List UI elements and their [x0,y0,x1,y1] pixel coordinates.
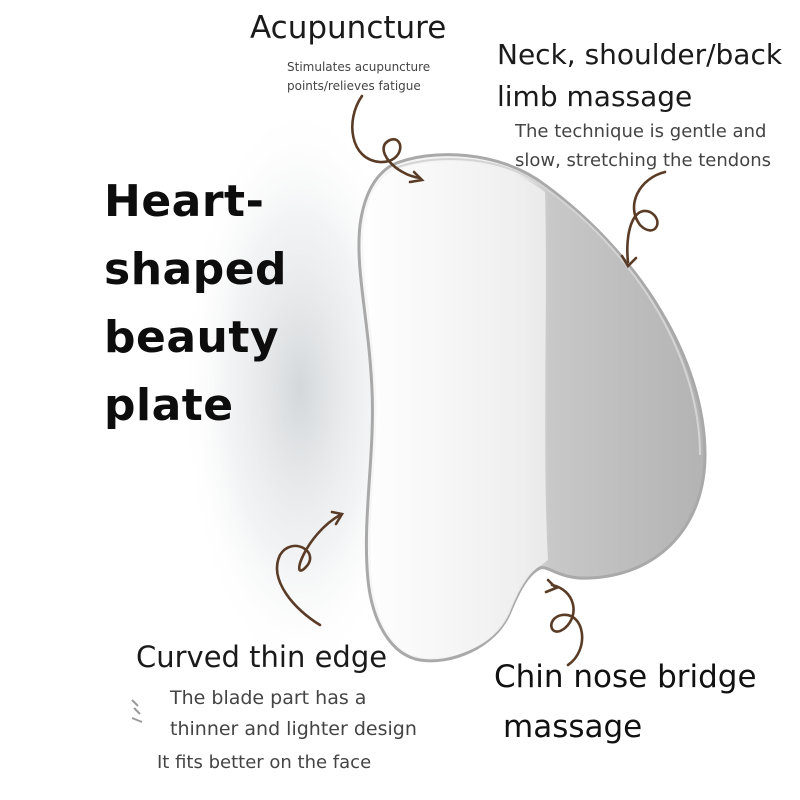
description-line: The blade part has a [170,687,367,709]
description-line: Stimulates acupuncture [287,60,431,74]
description-line: The technique is gentle and [515,121,767,142]
curly-arrow-icon [620,254,638,269]
curly-arrow-icon [351,94,422,180]
curly-arrow-icon [544,578,559,594]
decorative-mark [131,699,143,723]
heading-line: massage [503,709,643,745]
heading-line: limb massage [497,80,693,113]
product-title: Heart- shaped beauty plate [104,168,287,440]
curly-arrow-icon [550,583,584,667]
chin-heading: Chin nose bridge massage [494,652,757,752]
curly-arrow-icon [330,510,345,526]
curly-arrow-icon [408,170,425,184]
curly-arrow-icon [275,513,342,627]
description-line: slow, stretching the tendons [515,150,772,171]
description-line: thinner and lighter design [170,718,417,740]
title-line: beauty [104,312,280,363]
curved-edge-heading: Curved thin edge [136,640,388,674]
title-line: plate [104,380,234,431]
curved-edge-description: The blade part has a thinner and lighter… [170,683,417,745]
plate-bevel [363,161,548,658]
heading-line: Chin nose bridge [494,659,757,695]
neck-heading: Neck, shoulder/back limb massage [497,34,782,118]
acupuncture-heading: Acupuncture [250,10,447,46]
plate-rim [394,157,701,456]
title-line: Heart- [104,176,265,227]
curved-edge-note: It fits better on the face [157,752,372,773]
acupuncture-description: Stimulates acupuncture points/relieves f… [287,58,430,96]
curly-arrow-icon [626,170,667,264]
neck-description: The technique is gentle and slow, stretc… [515,117,771,175]
title-line: shaped [104,244,288,295]
heading-line: Neck, shoulder/back [497,38,783,71]
description-line: points/relieves fatigue [287,79,421,93]
